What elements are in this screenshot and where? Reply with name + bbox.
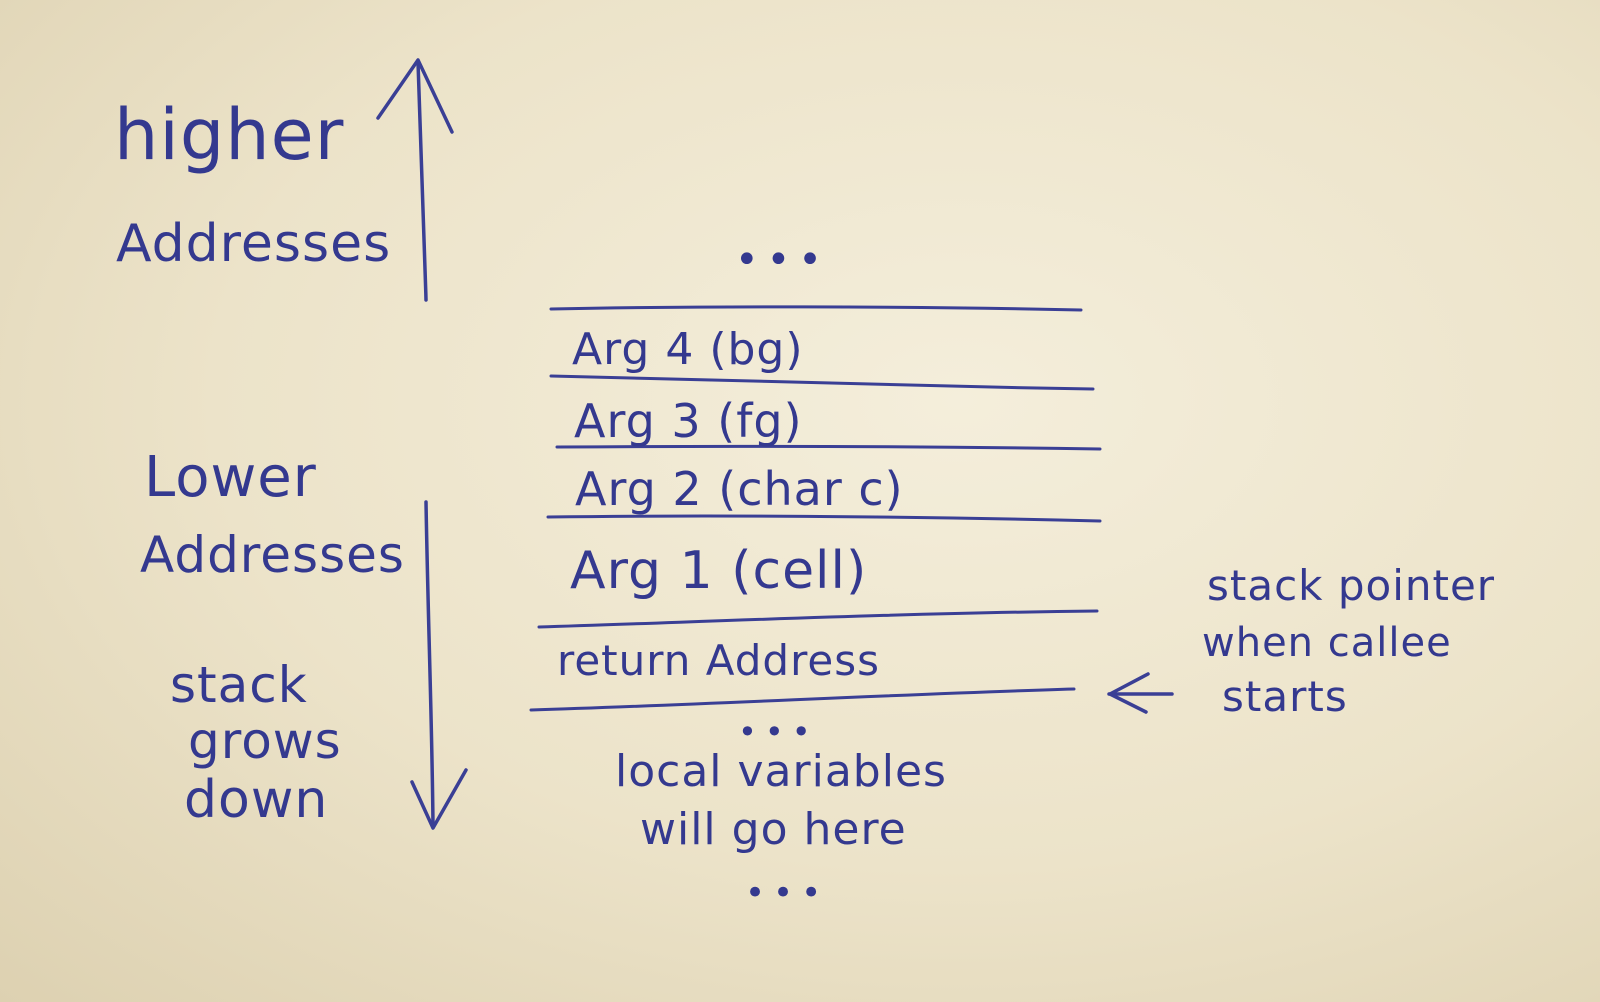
stack-pointer-note-line3: starts [1222,672,1348,721]
stack-slot-return-address: return Address [557,636,881,685]
divider-line [529,687,1076,712]
up-arrow-icon [376,58,454,302]
left-arrow-icon [1107,672,1174,714]
divider-line [537,609,1099,629]
bottom-ellipsis: ••• [745,873,830,913]
divider-line [549,374,1095,391]
top-ellipsis: ••• [735,237,830,283]
local-variables-note-line2: will go here [640,804,907,855]
down-arrow-icon [410,500,468,830]
below-ellipsis: ••• [738,713,819,751]
divider-line [546,514,1102,523]
stack-slot-arg2: Arg 2 (char c) [575,462,904,516]
grows-label: grows [188,712,342,770]
down-label: down [184,770,329,830]
divider-line [549,305,1083,312]
stack-pointer-note-line2: when callee [1202,620,1452,666]
stack-slot-arg1: Arg 1 (cell) [570,541,868,601]
stack-label: stack [170,656,308,714]
lower-addresses-label: Addresses [140,526,405,584]
stack-pointer-note-line1: stack pointer [1207,561,1496,610]
local-variables-note-line1: local variables [615,746,947,797]
lower-label: Lower [144,445,317,510]
stack-slot-dividers [529,305,1102,712]
stack-slot-arg4: Arg 4 (bg) [572,324,804,375]
divider-line [555,444,1102,451]
higher-label: higher [114,94,345,176]
higher-addresses-label: Addresses [116,214,392,274]
stack-slot-arg3: Arg 3 (fg) [574,394,803,448]
